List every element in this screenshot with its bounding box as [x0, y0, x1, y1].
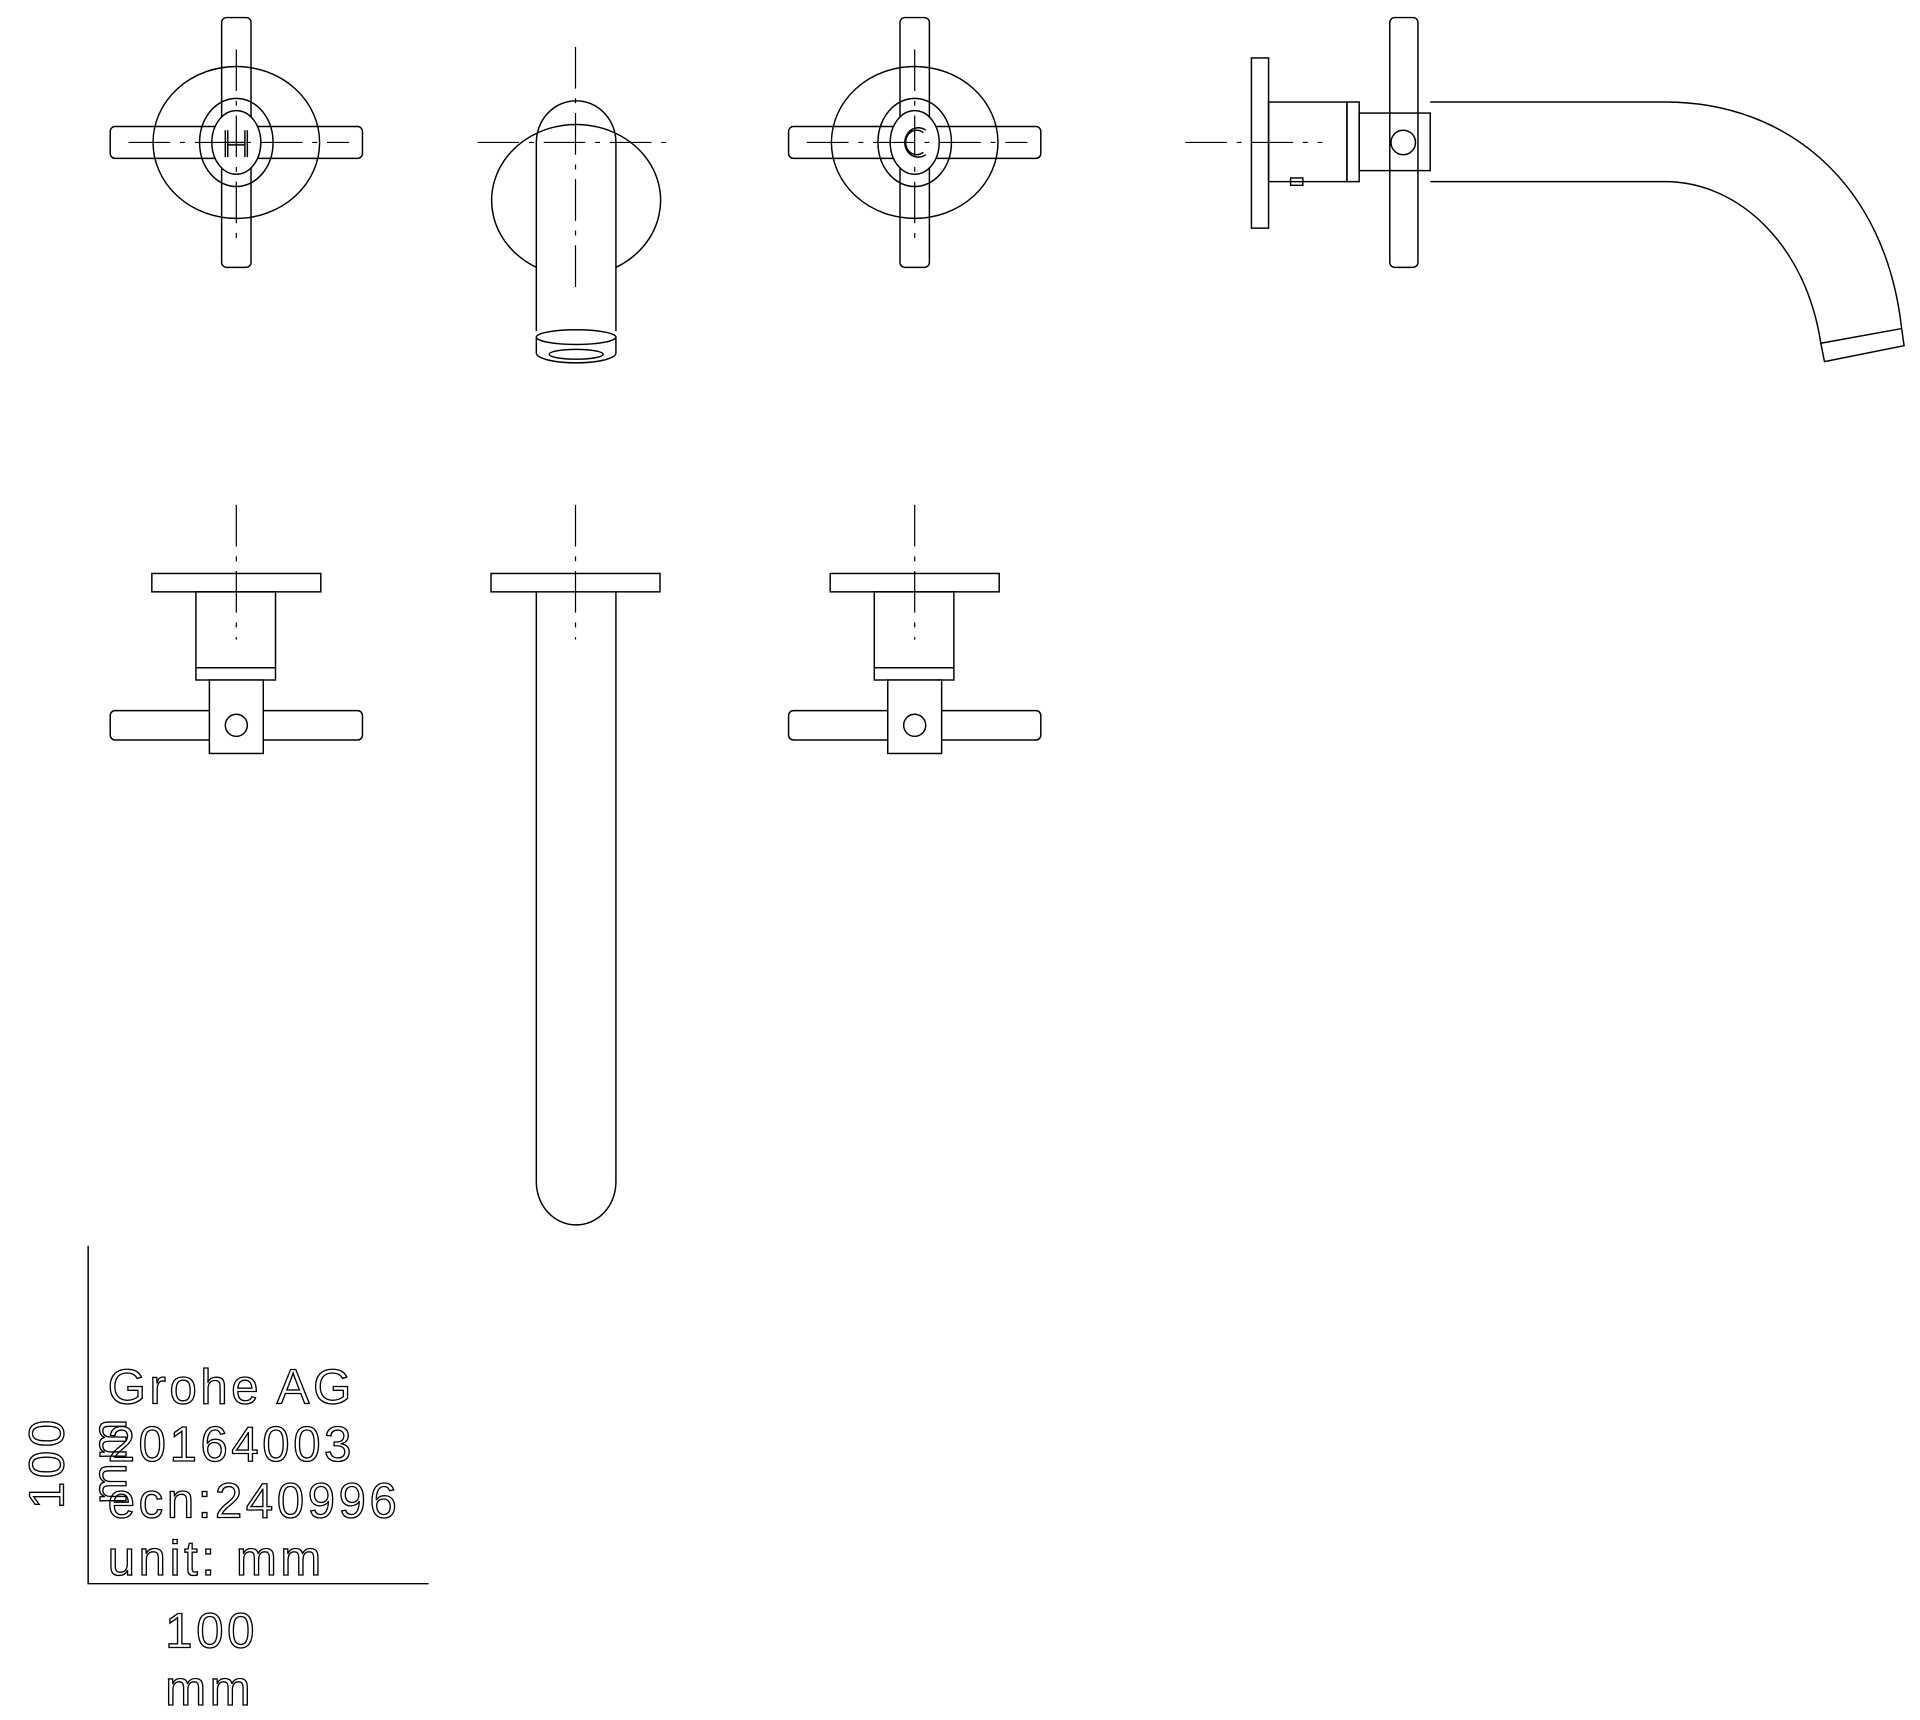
- scale-bar: 100 mm 100 mm: [20, 1245, 429, 1717]
- scale-horizontal-value: 100: [165, 1604, 258, 1658]
- hot-handle-front-view: [109, 16, 364, 269]
- title-block: Grohe AG 20164003 ecn:240996 unit: mm: [107, 1360, 401, 1587]
- scale-vertical-value: 100: [21, 1416, 75, 1509]
- spout-top-view: [490, 504, 661, 1226]
- hot-handle-top-view: [109, 504, 364, 755]
- cold-handle-front-view: [787, 16, 1042, 269]
- company-name: Grohe AG: [108, 1361, 355, 1415]
- side-view: [1185, 16, 1905, 363]
- ecn-number: ecn:240996: [108, 1475, 401, 1529]
- hot-marker-h-icon: [224, 130, 249, 158]
- scale-vertical-unit: mm: [83, 1415, 137, 1504]
- cold-handle-top-view: [787, 504, 1042, 755]
- product-number: 20164003: [108, 1418, 355, 1472]
- spout-front-view: [477, 46, 674, 364]
- scale-horizontal-unit: mm: [165, 1662, 254, 1716]
- unit-label: unit: mm: [108, 1532, 325, 1586]
